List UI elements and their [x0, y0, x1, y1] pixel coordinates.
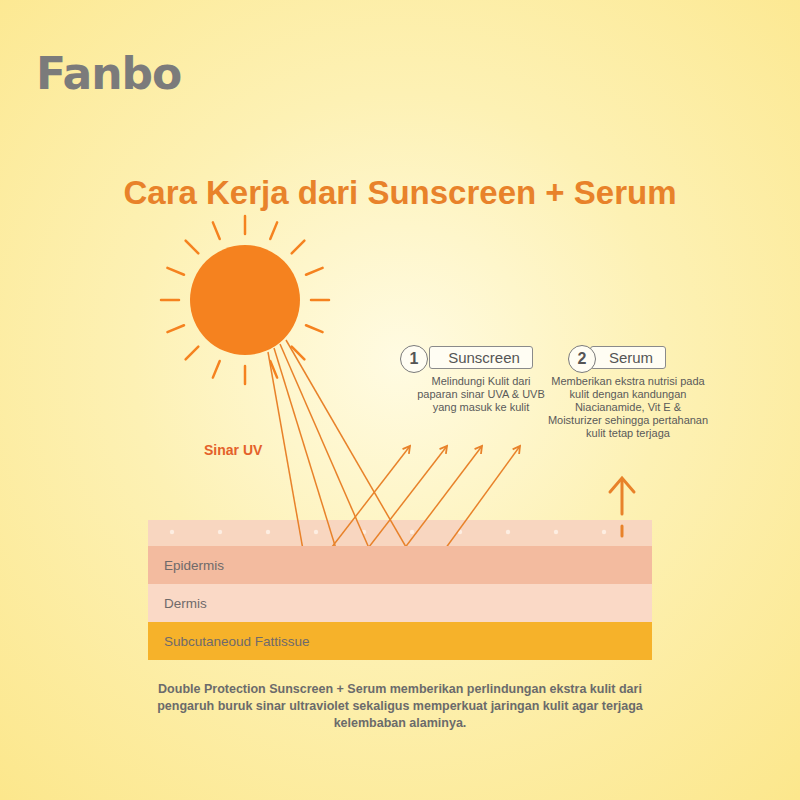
callout-heading: Sunscreen	[429, 346, 533, 369]
caption: Double Protection Sunscreen + Serum memb…	[140, 681, 660, 732]
callout-box: SunscreenMelindungi Kulit dari paparan s…	[413, 346, 549, 414]
skin-layer: Subcutaneoud Fattissue	[148, 622, 652, 660]
layer-name: Dermis	[164, 596, 207, 611]
sun	[190, 245, 300, 355]
callout-number: 1	[400, 345, 428, 373]
layer-name: Subcutaneoud Fattissue	[164, 634, 310, 649]
uv-label: Sinar UV	[204, 442, 262, 458]
skin-layer: Epidermis	[148, 546, 652, 584]
skin-layer: Dermis	[148, 584, 652, 622]
callout-number: 2	[568, 345, 596, 373]
sun-rays	[161, 216, 329, 384]
callout-number-text: 2	[578, 350, 587, 368]
layer-name: Epidermis	[164, 558, 224, 573]
callout-body: Melindungi Kulit dari paparan sinar UVA …	[413, 375, 549, 414]
callout-heading: Serum	[590, 346, 666, 369]
logo: Fanbo	[36, 48, 181, 99]
callout-number-text: 1	[410, 350, 419, 368]
skin-surface	[148, 520, 652, 546]
title: Cara Kerja dari Sunscreen + Serum	[0, 174, 800, 212]
callout-body: Memberikan ekstra nutrisi pada kulit den…	[547, 375, 709, 440]
